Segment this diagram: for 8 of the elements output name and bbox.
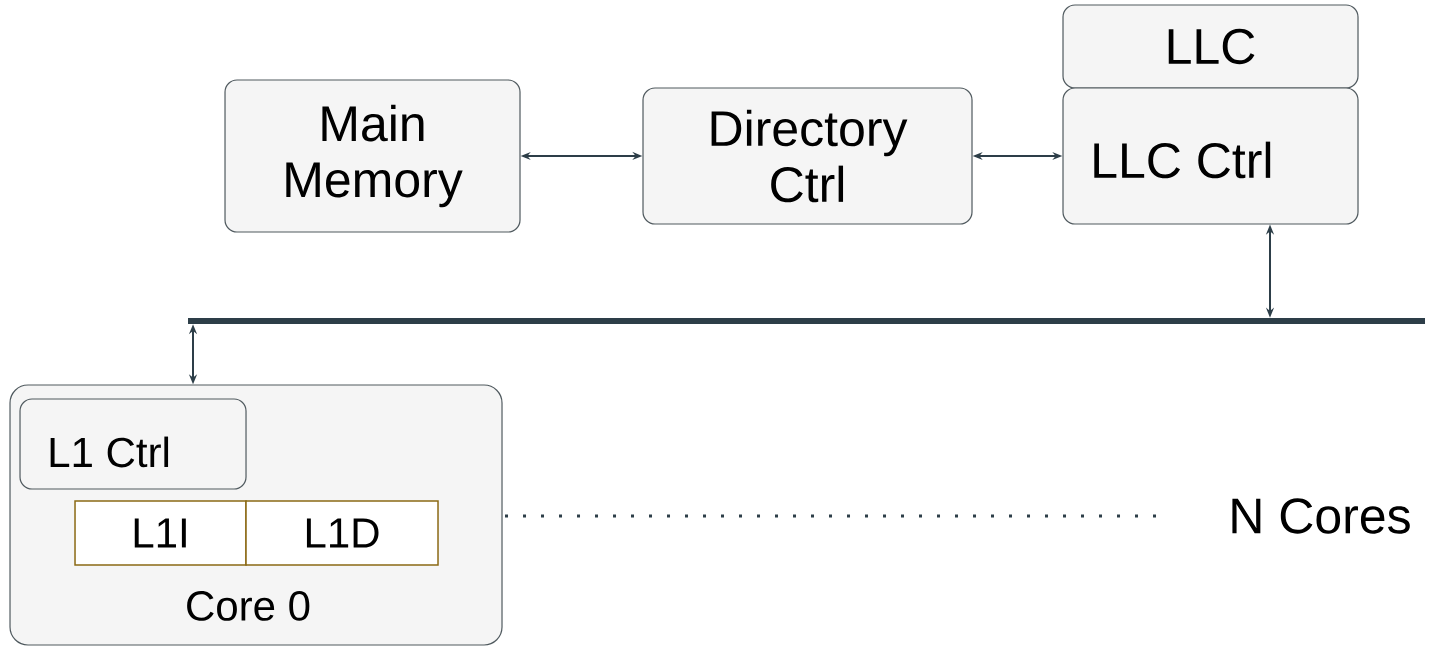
- process-box: LLC Ctrl: [1062, 87, 1359, 225]
- process-box: LLC: [1062, 4, 1359, 89]
- process-box: L1 Ctrl: [19, 398, 247, 490]
- text-label: N Cores: [1232, 498, 1410, 534]
- cache-cell: L1I: [74, 500, 247, 566]
- process-box: Main Memory: [224, 79, 521, 233]
- process-box: Directory Ctrl: [642, 87, 973, 225]
- cache-cell: L1D: [245, 500, 439, 566]
